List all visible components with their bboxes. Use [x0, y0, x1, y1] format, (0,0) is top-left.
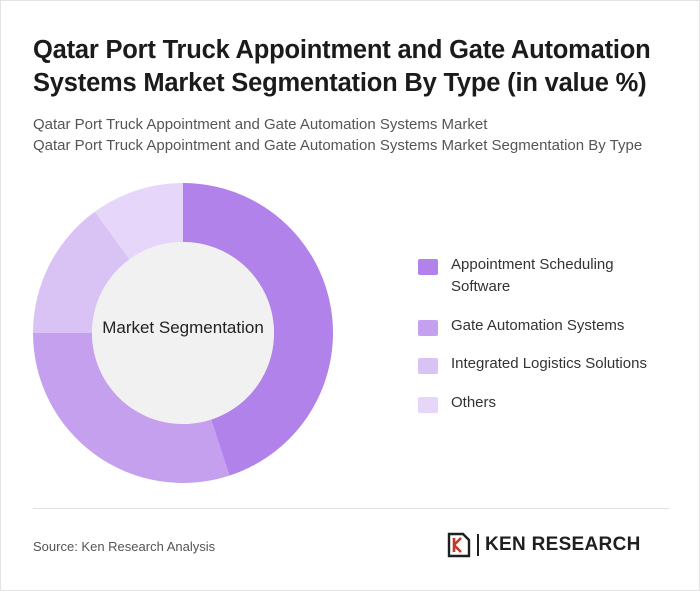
donut-slice-gate-automation-systems	[33, 333, 230, 483]
legend-item: Appointment Scheduling Software	[418, 254, 678, 298]
legend-item: Others	[418, 392, 678, 414]
brand-separator	[477, 534, 479, 556]
brand-name: KEN RESEARCH	[485, 534, 641, 555]
chart-title: Qatar Port Truck Appointment and Gate Au…	[33, 36, 651, 97]
donut-slice-others	[94, 183, 183, 260]
donut-slice-integrated-logistics-solutions	[33, 211, 130, 333]
donut-center-label: Market Segmentation	[102, 318, 264, 337]
donut-chart	[33, 183, 334, 483]
brand-logo: KEN RESEARCH	[447, 531, 641, 559]
legend-label: Others	[451, 394, 497, 411]
legend-label: Integrated Logistics Solutions	[451, 355, 647, 372]
legend-item: Gate Automation Systems	[418, 315, 678, 337]
subtitle-line-2: Qatar Port Truck Appointment and Gate Au…	[33, 137, 643, 154]
legend-label: Gate Automation Systems	[451, 317, 625, 334]
ken-research-logo-icon	[447, 532, 471, 558]
legend-swatch	[418, 397, 438, 413]
donut-hole	[92, 242, 274, 424]
donut-slice-appointment-scheduling-software	[183, 183, 334, 476]
legend-item: Integrated Logistics Solutions	[418, 353, 678, 375]
legend-swatch	[418, 358, 438, 374]
legend-label: Appointment Scheduling Software	[451, 256, 614, 295]
legend-swatch	[418, 320, 438, 336]
footer-divider	[33, 508, 669, 509]
source-note: Source: Ken Research Analysis	[33, 539, 216, 554]
chart-subtitle: Qatar Port Truck Appointment and Gate Au…	[33, 114, 683, 156]
subtitle-line-1: Qatar Port Truck Appointment and Gate Au…	[33, 116, 488, 133]
legend-swatch	[418, 259, 438, 275]
